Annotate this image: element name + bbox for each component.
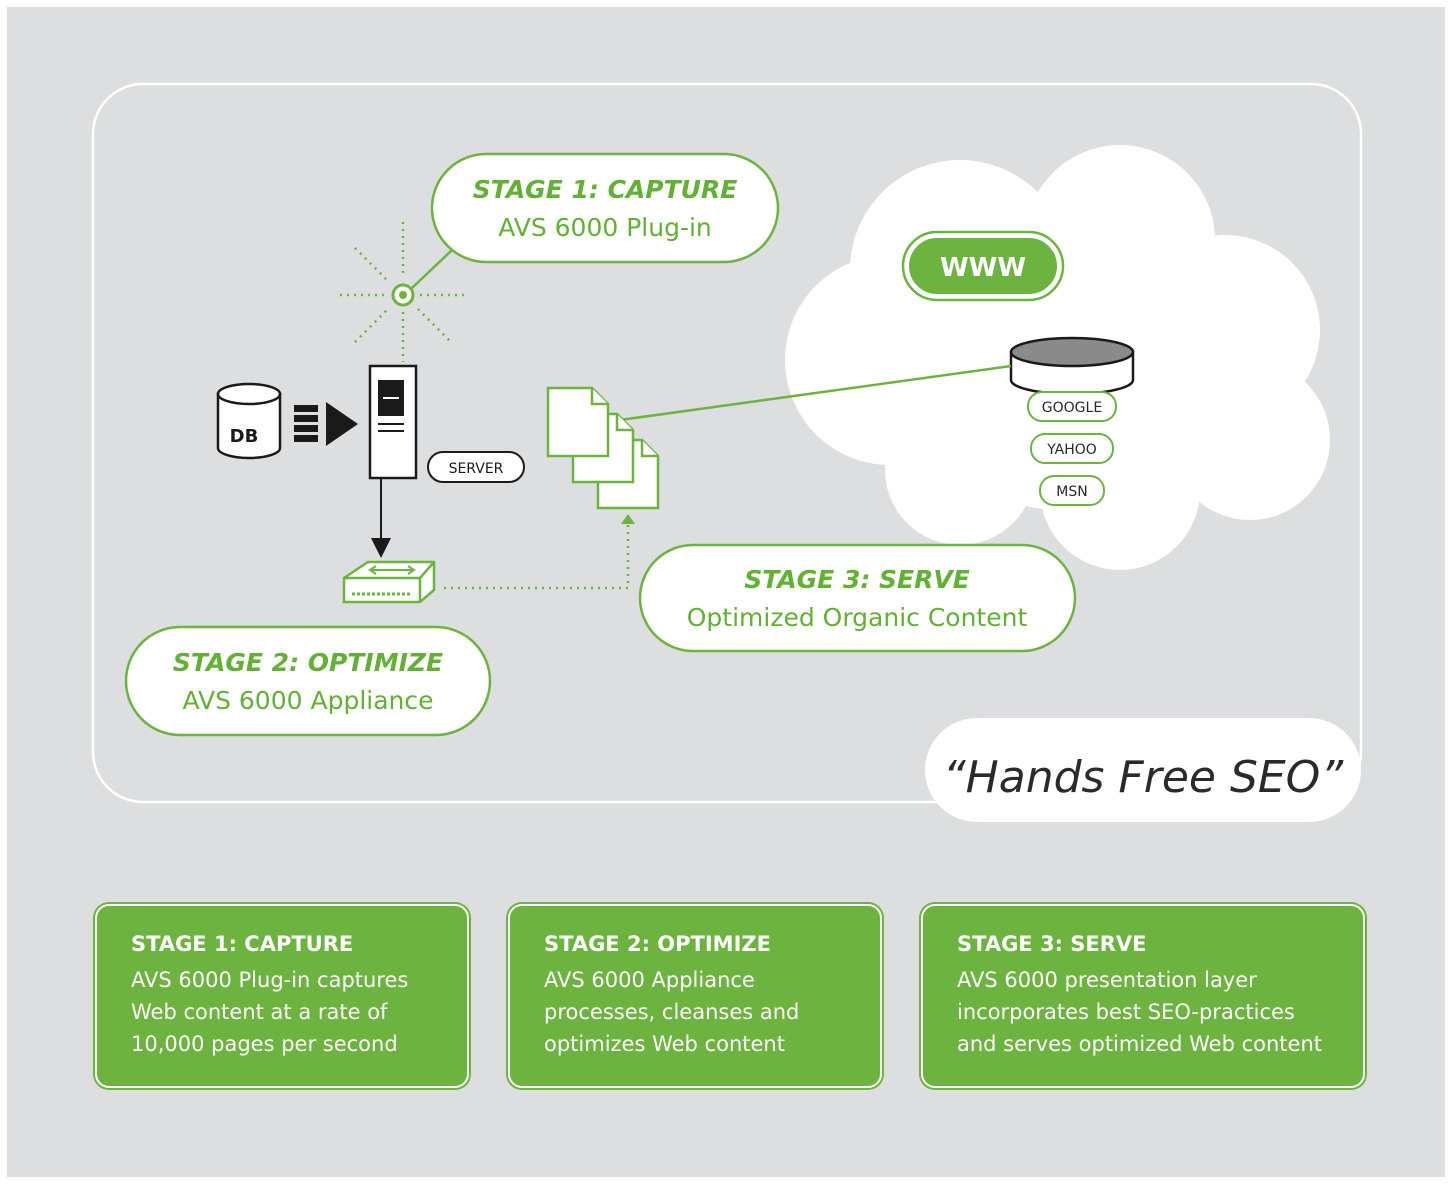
- www-text: WWW: [940, 253, 1026, 283]
- card-capture-title: STAGE 1: CAPTURE: [131, 932, 354, 956]
- card-optimize: STAGE 2: OPTIMIZE AVS 6000 Appliance pro…: [508, 904, 882, 1088]
- callout-capture-title: STAGE 1: CAPTURE: [473, 175, 738, 204]
- card-capture-line-2: Web content at a rate of: [131, 1000, 388, 1024]
- callout-serve-subtitle: Optimized Organic Content: [687, 603, 1028, 632]
- appliance-icon: [342, 560, 436, 604]
- card-capture: STAGE 1: CAPTURE AVS 6000 Plug-in captur…: [95, 904, 469, 1088]
- plugin-node-core: [399, 291, 407, 299]
- engine-yahoo-pill: [1030, 433, 1114, 464]
- database-label: DB: [230, 426, 259, 447]
- card-optimize-title: STAGE 2: OPTIMIZE: [544, 932, 771, 956]
- capture-callout-pointer: [411, 249, 453, 289]
- server-label: SERVER: [427, 451, 525, 483]
- appliance-to-pages-connector: [444, 524, 630, 590]
- callout-optimize-title: STAGE 2: OPTIMIZE: [173, 648, 443, 677]
- server-label-text: SERVER: [449, 461, 504, 477]
- connector-arrowhead-icon: [621, 514, 635, 524]
- card-serve-line-2: incorporates best SEO-practices: [957, 1000, 1295, 1024]
- card-capture-line-1: AVS 6000 Plug-in captures: [131, 968, 409, 992]
- callout-capture: STAGE 1: CAPTURE AVS 6000 Plug-in: [430, 152, 780, 264]
- engine-google-pill: [1027, 391, 1117, 422]
- diagram-frame: [91, 82, 1363, 804]
- card-serve-line-3: and serves optimized Web content: [957, 1032, 1322, 1056]
- data-transfer-icon: [294, 402, 358, 446]
- callout-capture-subtitle: AVS 6000 Plug-in: [498, 213, 712, 242]
- tagline-text: “Hands Free SEO”: [943, 752, 1344, 803]
- callout-optimize-subtitle: AVS 6000 Appliance: [182, 686, 433, 715]
- web-pages-icon: [546, 386, 660, 510]
- callout-optimize: STAGE 2: OPTIMIZE AVS 6000 Appliance: [124, 625, 492, 737]
- engine-google: GOOGLE: [1042, 400, 1102, 416]
- card-optimize-line-3: optimizes Web content: [544, 1032, 785, 1056]
- card-serve-title: STAGE 3: SERVE: [957, 932, 1147, 956]
- card-optimize-line-1: AVS 6000 Appliance: [544, 968, 755, 992]
- tagline-badge: “Hands Free SEO”: [925, 718, 1361, 822]
- pages-to-web-connector: [619, 364, 1012, 422]
- www-label: WWW: [901, 230, 1065, 302]
- engine-msn: MSN: [1056, 484, 1087, 500]
- card-serve: STAGE 3: SERVE AVS 6000 presentation lay…: [921, 904, 1365, 1088]
- plugin-starburst-icon: [340, 222, 468, 362]
- search-engine-list: GOOGLE YAHOO MSN: [1027, 391, 1117, 506]
- server-icon: [368, 364, 418, 480]
- search-index-icon: [1009, 336, 1135, 396]
- engine-yahoo: YAHOO: [1046, 442, 1097, 458]
- card-capture-line-3: 10,000 pages per second: [131, 1032, 398, 1056]
- card-serve-line-1: AVS 6000 presentation layer: [957, 968, 1257, 992]
- engine-msn-pill: [1039, 475, 1105, 506]
- callout-serve-title: STAGE 3: SERVE: [744, 565, 970, 594]
- callout-serve: STAGE 3: SERVE Optimized Organic Content: [638, 543, 1077, 653]
- database-icon: DB: [216, 382, 282, 460]
- card-optimize-line-2: processes, cleanses and: [544, 1000, 800, 1024]
